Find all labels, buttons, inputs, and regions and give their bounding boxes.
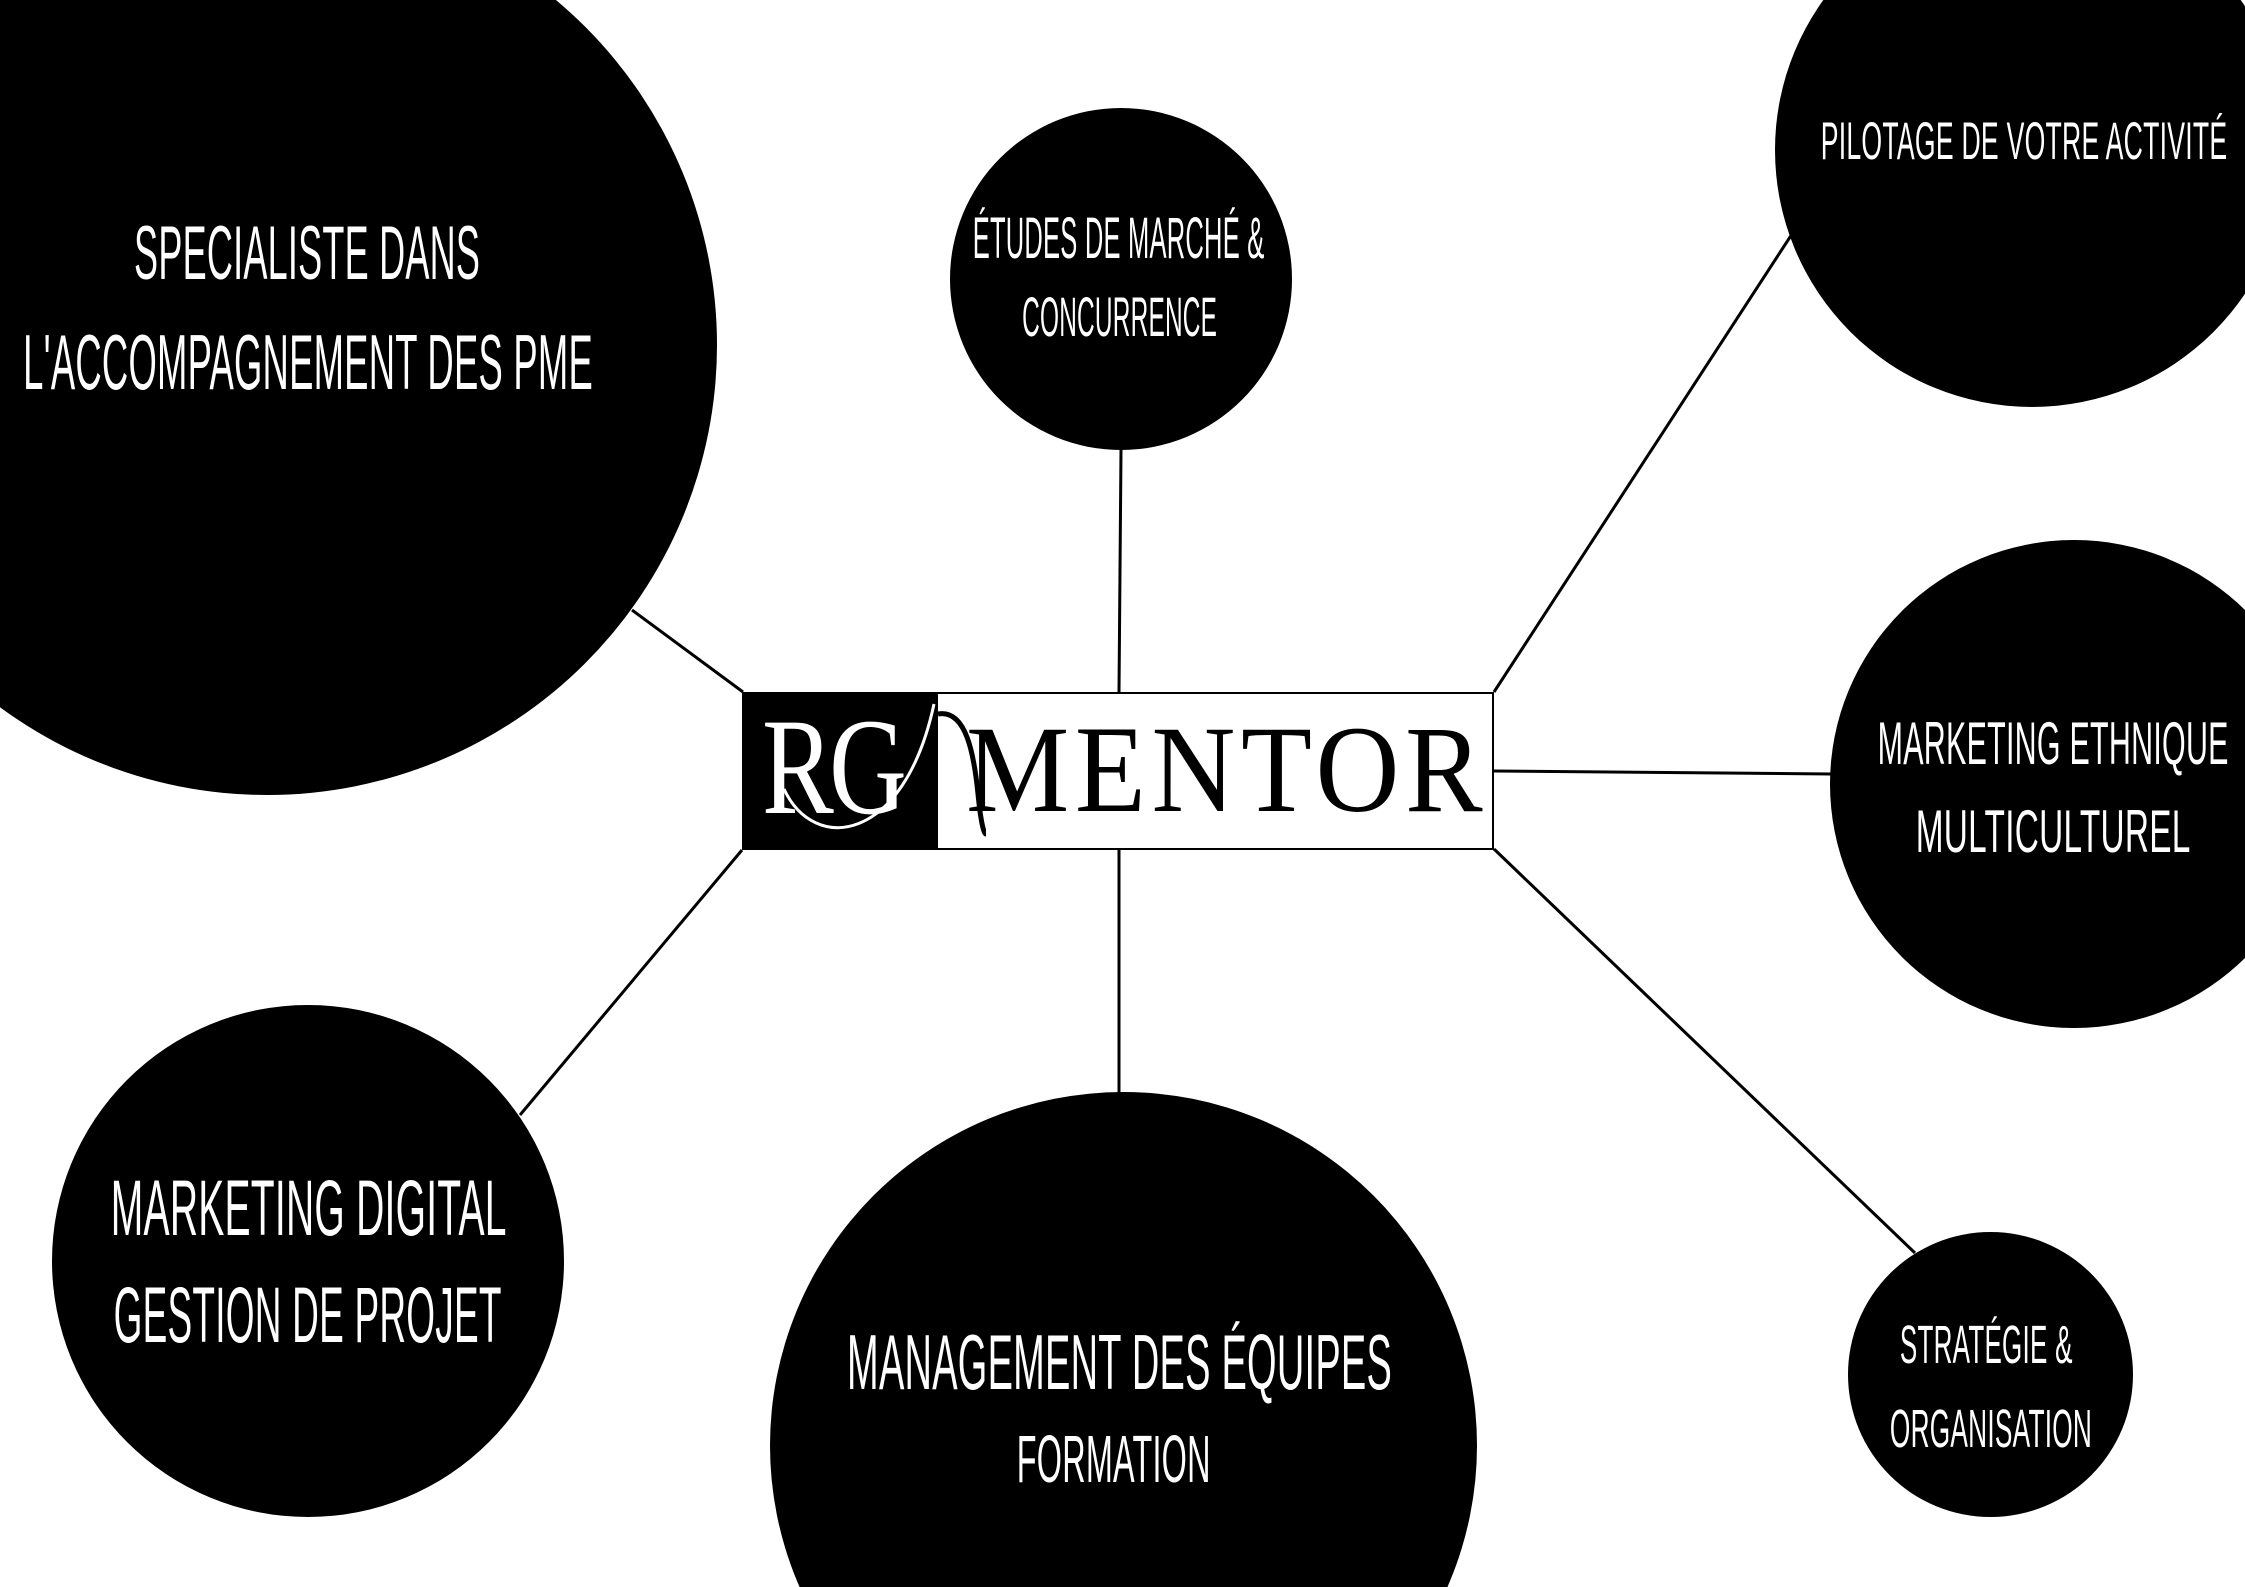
- logo-m-swash-icon: [937, 711, 986, 837]
- logo-monogram: RG: [762, 694, 907, 843]
- node-strategie-line-1: STRATÉGIE &: [1899, 1315, 2073, 1375]
- node-pme-line-2: L'ACCOMPAGNEMENT DES PME: [23, 318, 593, 406]
- node-management-line-1: MANAGEMENT DES ÉQUIPES: [847, 1318, 1393, 1406]
- node-pilotage-line-1: PILOTAGE DE VOTRE ACTIVITÉ: [1820, 112, 2228, 171]
- logo-swash-icon: [782, 703, 936, 830]
- node-strategie-line-2: ORGANISATION: [1889, 1399, 2093, 1459]
- bubble-ethnique: [1830, 540, 2245, 1028]
- connector-etudes: [1117, 449, 1123, 693]
- bubble-etudes: [950, 108, 1292, 450]
- rg-mentor-logo: RG MENTOR: [742, 692, 1494, 850]
- node-pme-line-1: SPECIALISTE DANS: [133, 211, 481, 296]
- connector-ethnique: [1493, 769, 1832, 776]
- node-digital-line-1: MARKETING DIGITAL: [111, 1163, 507, 1252]
- logo-wordmark: MENTOR: [966, 701, 1489, 838]
- connector-digital: [518, 849, 744, 1116]
- node-etudes-line-2: CONCURRENCE: [1022, 285, 1218, 348]
- node-management-line-2: FORMATION: [1017, 1422, 1211, 1497]
- node-etudes-line-1: ÉTUDES DE MARCHÉ &: [973, 206, 1265, 271]
- node-ethnique-line-1: MARKETING ETHNIQUE: [1877, 710, 2229, 777]
- logo-monogram-block: RG: [744, 694, 938, 848]
- bubble-digital: [52, 1005, 564, 1517]
- node-ethnique-line-2: MULTICULTUREL: [1915, 798, 2191, 865]
- connector-strategie: [1492, 847, 1917, 1255]
- connector-pme: [631, 608, 744, 694]
- connector-pilotage: [1492, 233, 1794, 693]
- bubble-strategie: [1848, 1232, 2133, 1517]
- node-digital-line-2: GESTION DE PROJET: [113, 1270, 503, 1359]
